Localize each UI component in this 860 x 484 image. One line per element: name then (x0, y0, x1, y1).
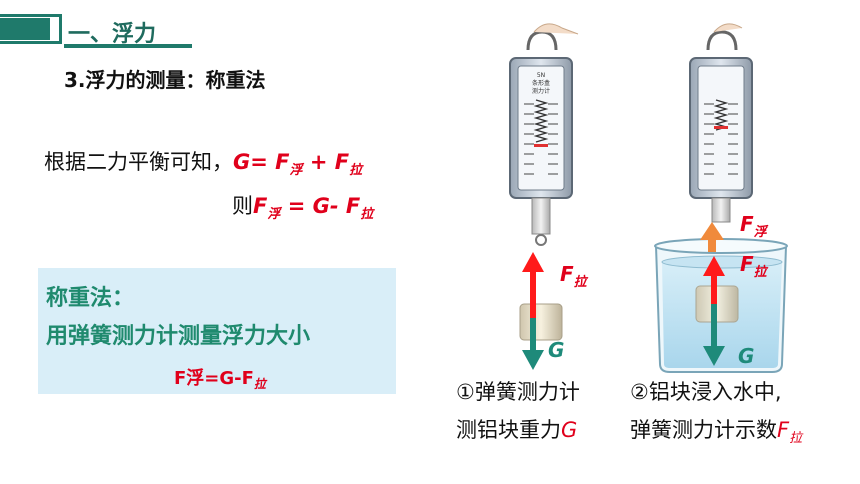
left-aluminum-block (519, 303, 563, 341)
method-description: 用弹簧测力计测量浮力大小 (46, 324, 311, 349)
equilibrium-line: 根据二力平衡可知，G= F浮 + F拉 (44, 146, 362, 178)
formula-1: G= F浮 + F拉 (233, 150, 363, 178)
right-tension-arrowhead (703, 256, 725, 276)
header-underline (64, 44, 192, 48)
scale-label-type: 测力计 (532, 87, 550, 95)
equilibrium-intro: 根据二力平衡可知， (44, 150, 233, 174)
right-caption-line2: 弹簧测力计示数F拉 (630, 418, 803, 446)
page-subtitle: 3.浮力的测量：称重法 (64, 68, 266, 92)
header-block (0, 18, 50, 40)
scale-label-unit: 5N (537, 72, 545, 79)
left-gravity-label: G (548, 338, 565, 362)
left-caption-line2: 测铝块重力G (456, 418, 578, 442)
formula-2: F浮 = G- F拉 (253, 194, 374, 222)
scale-label-name: 条形盒 (532, 79, 550, 87)
derived-prefix: 则 (232, 194, 253, 218)
left-caption-line1: ①弹簧测力计 (456, 380, 580, 404)
buoyant-arrow (700, 222, 724, 252)
buoyant-force-label: F浮 (740, 212, 767, 240)
right-tension-label: F拉 (740, 252, 767, 280)
right-gravity-arrowhead (703, 346, 725, 366)
left-tension-arrowhead (522, 252, 544, 272)
left-spring-scale: 5N 条形盒 测力计 (509, 23, 579, 246)
left-tension-label: F拉 (560, 262, 587, 290)
right-caption-line1: ②铝块浸入水中, (630, 380, 782, 404)
right-gravity-label: G (738, 344, 755, 368)
left-gravity-arrowhead (522, 350, 544, 370)
section-title: 一、浮力 (68, 22, 157, 47)
method-box (38, 268, 396, 394)
method-title: 称重法： (46, 286, 135, 311)
header-frame (0, 14, 62, 44)
derived-line: 则F浮 = G- F拉 (232, 190, 373, 222)
right-spring-scale (689, 23, 753, 223)
method-formula: F浮=G-F拉 (174, 368, 266, 391)
